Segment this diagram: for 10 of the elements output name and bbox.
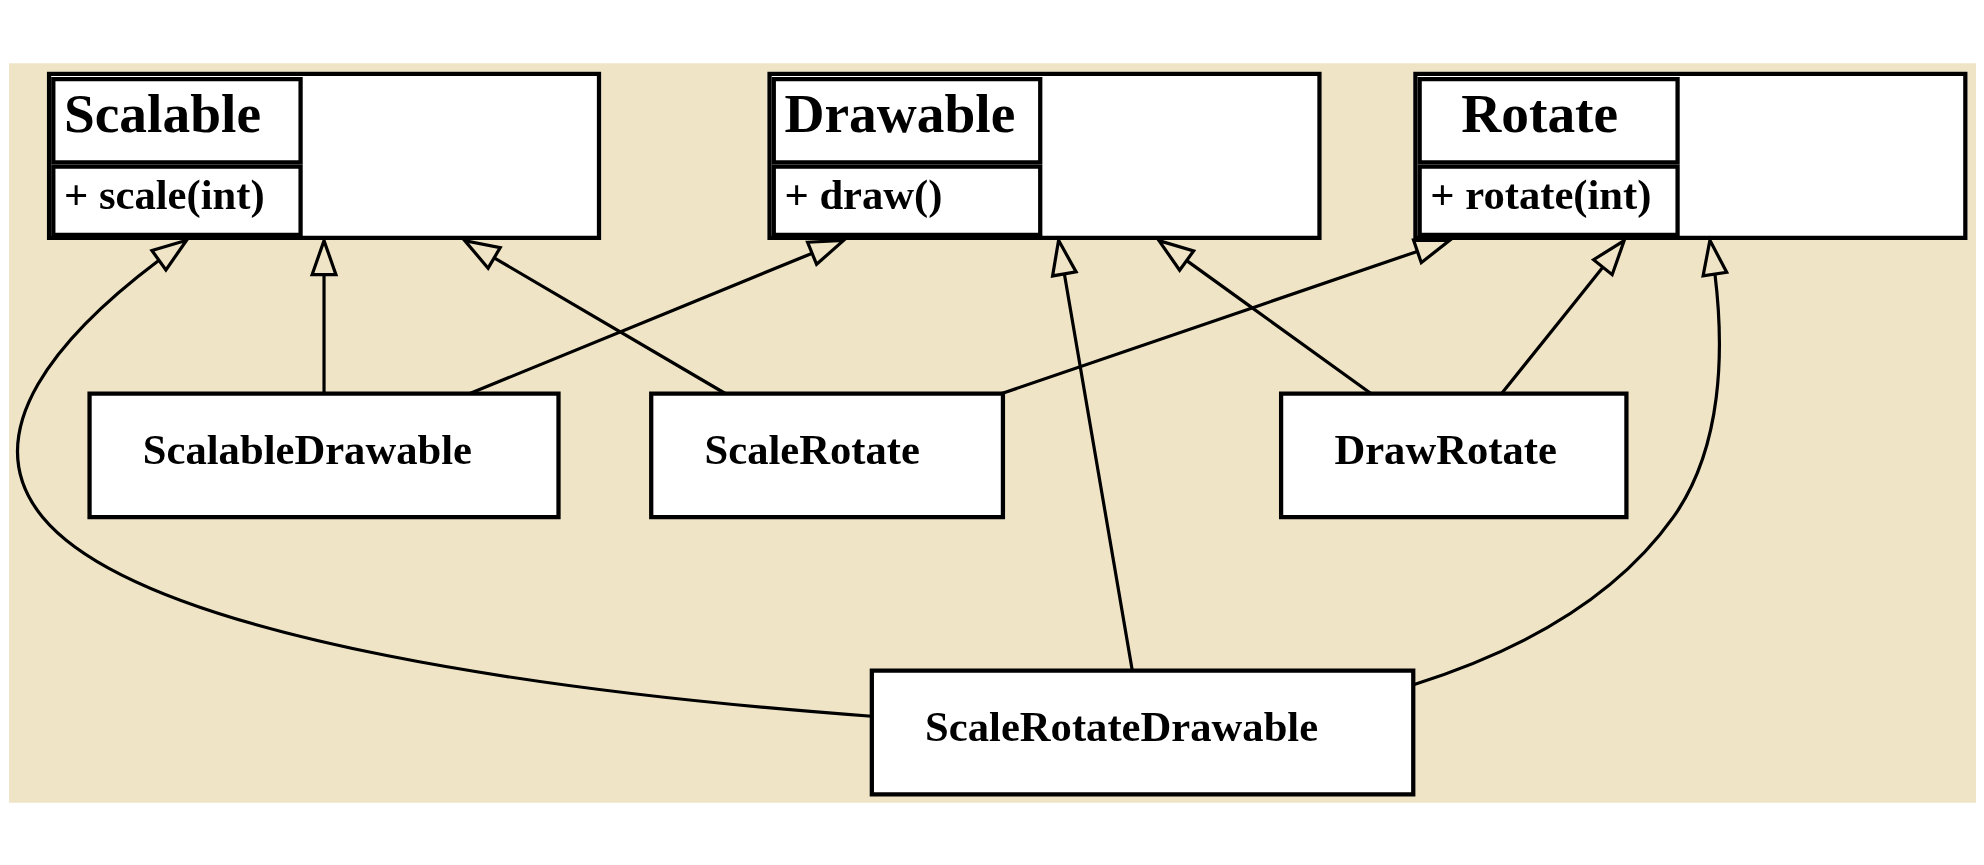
node-box: ScalableDrawable [86, 390, 561, 519]
arrow [468, 238, 848, 395]
node-box: DrawRotate [1278, 390, 1629, 519]
arrow [1000, 237, 1454, 395]
arrow [460, 237, 726, 395]
arrow [1412, 235, 1729, 686]
arrow [1050, 235, 1134, 670]
node-box: ScaleRotate [648, 390, 1005, 519]
node-box: ScaleRotateDrawable [869, 668, 1415, 796]
arrow [1154, 237, 1372, 395]
